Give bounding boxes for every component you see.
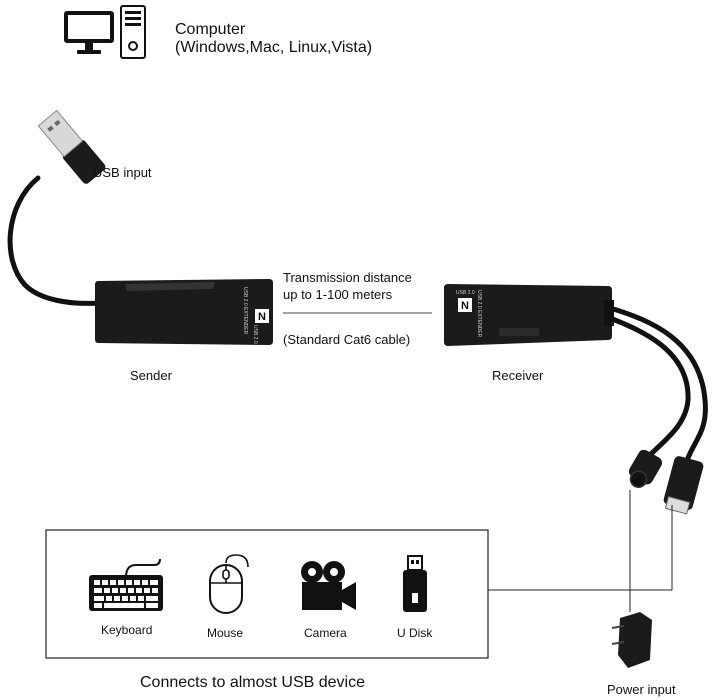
device-label-mouse: Mouse (207, 626, 244, 640)
devices-caption: Connects to almost USB device (140, 674, 365, 691)
receiver-cable-upper (607, 305, 708, 461)
usb-a-plug (37, 109, 106, 184)
receiver-logo: N (461, 300, 469, 312)
sender-logo: N (258, 311, 266, 323)
devices-box (45, 529, 489, 659)
device-label-camera: Camera (304, 626, 347, 640)
device-label-udisk: U Disk (397, 626, 433, 640)
dc-jack (628, 449, 663, 489)
transmission-distance-label: Transmission distance (283, 270, 412, 285)
keyboard-icon (89, 558, 163, 611)
receiver-cable-lower (607, 315, 691, 458)
receiver-device: N USB 2.0 EXTENDER USB 2.0 (444, 284, 614, 346)
camera-icon (301, 561, 356, 610)
usb-drive-icon (403, 555, 427, 612)
usb-a-female (663, 456, 704, 515)
sender-label: Sender (130, 368, 172, 383)
svg-text:USB 2.0 EXTENDER: USB 2.0 EXTENDER (476, 290, 482, 338)
pc-tower-icon (120, 5, 146, 59)
computer-title: Computer (175, 21, 246, 38)
svg-text:USB 2.0: USB 2.0 (456, 290, 475, 296)
power-input-label: Power input (607, 682, 676, 697)
sender-device: N USB 2.0 EXTENDER USB 2.0 (95, 279, 273, 345)
receiver-label: Receiver (492, 368, 544, 383)
usb-input-label: USB input (93, 165, 152, 180)
device-label-keyboard: Keyboard (101, 623, 153, 637)
cable-type-label: (Standard Cat6 cable) (283, 332, 411, 347)
svg-text:USB 2.0: USB 2.0 (252, 325, 258, 344)
monitor-icon (64, 11, 114, 54)
power-adapter-icon (611, 612, 652, 668)
transmission-range-label: up to 1-100 meters (283, 287, 393, 302)
sender-cable (7, 175, 103, 306)
svg-text:USB 2.0 EXTENDER: USB 2.0 EXTENDER (242, 287, 248, 335)
computer-os-list: (Windows,Mac, Linux,Vista) (175, 39, 373, 56)
mouse-icon (209, 554, 249, 614)
